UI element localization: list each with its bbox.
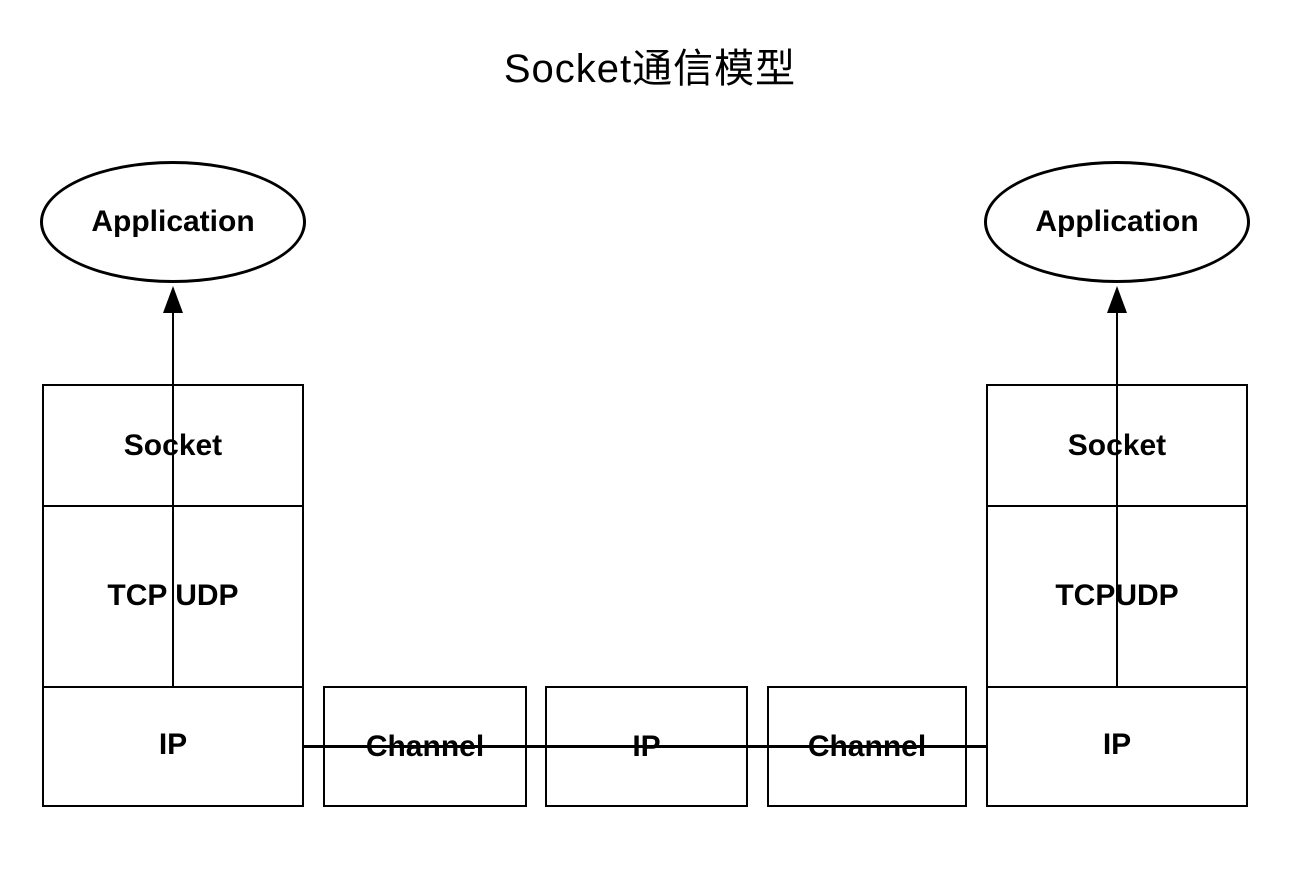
diagram-title: Socket通信模型 xyxy=(503,47,797,91)
channel-left-label: Channel xyxy=(365,729,485,763)
left-transport-layer: TCP UDP xyxy=(44,505,302,686)
right-up-arrow-line xyxy=(1115,298,1119,686)
left-protocol-stack: Socket TCP UDP IP xyxy=(42,384,304,807)
channel-link-line xyxy=(303,745,987,748)
left-application-node: Application xyxy=(40,161,306,283)
right-network-layer: IP xyxy=(988,686,1246,804)
left-stack-divider-1 xyxy=(44,504,302,507)
left-socket-label: Socket xyxy=(123,428,223,462)
channel-right-label: Channel xyxy=(807,729,927,763)
left-application-label: Application xyxy=(91,205,255,238)
middle-ip-label: IP xyxy=(632,729,661,763)
right-protocol-stack: Socket TCPUDP IP xyxy=(986,384,1248,807)
right-transport-layer: TCPUDP xyxy=(988,505,1246,686)
right-application-label: Application xyxy=(1035,205,1199,238)
left-network-layer: IP xyxy=(44,686,302,804)
left-up-arrow-line xyxy=(171,298,175,686)
left-ip-label: IP xyxy=(158,728,188,761)
left-transport-label: TCP UDP xyxy=(107,578,239,612)
right-stack-divider-1 xyxy=(988,504,1246,507)
channel-box-right: Channel xyxy=(767,686,967,807)
left-up-arrowhead-icon xyxy=(163,286,183,313)
left-stack-divider-2 xyxy=(44,685,302,688)
right-ip-label: IP xyxy=(1102,728,1132,761)
left-socket-layer: Socket xyxy=(44,386,302,505)
right-socket-layer: Socket xyxy=(988,386,1246,505)
middle-ip-box: IP xyxy=(545,686,748,807)
channel-box-left: Channel xyxy=(323,686,527,807)
right-application-node: Application xyxy=(984,161,1250,283)
right-socket-label: Socket xyxy=(1067,428,1167,462)
right-transport-label: TCPUDP xyxy=(1055,578,1179,612)
right-up-arrowhead-icon xyxy=(1107,286,1127,313)
right-stack-divider-2 xyxy=(988,685,1246,688)
